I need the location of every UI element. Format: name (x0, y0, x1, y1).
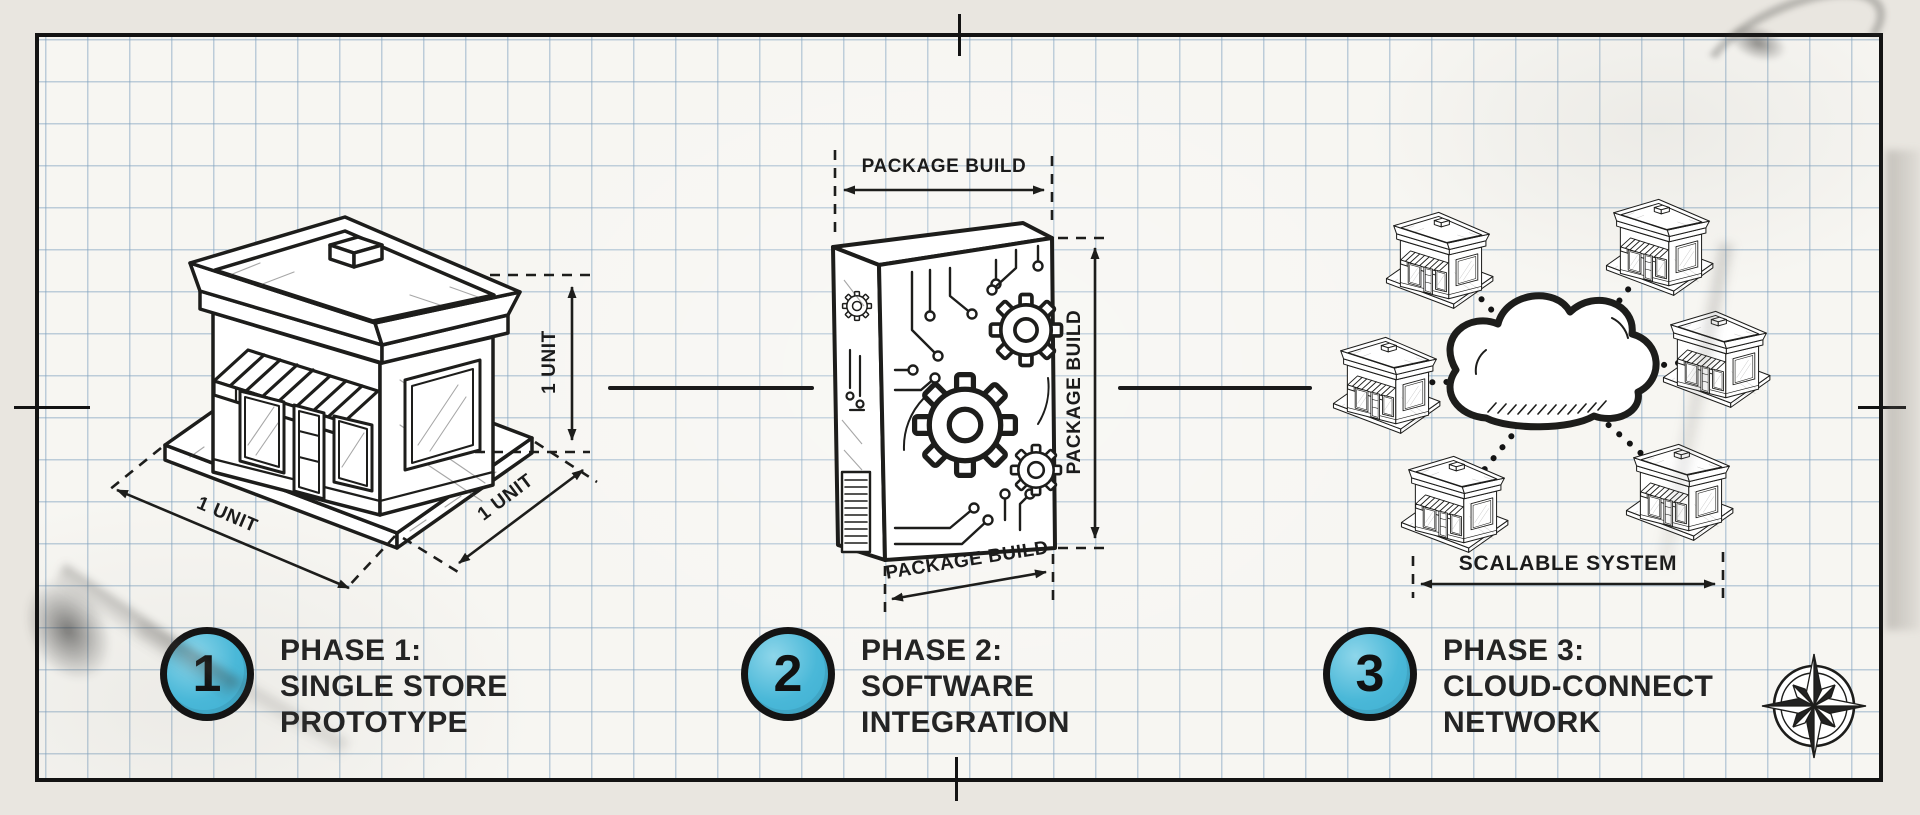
phase-2-label-group: 2 PHASE 2: SOFTWARE INTEGRATION (741, 627, 1070, 741)
dimension-label-unit-left: 1 UNIT (194, 493, 261, 537)
phase1-phase2-connector (608, 386, 814, 390)
phase-1-title: PHASE 1: SINGLE STORE PROTOTYPE (280, 633, 508, 741)
circuit-traces (893, 244, 1044, 546)
phase-2-title-line2: SOFTWARE (861, 670, 1035, 703)
cloud-icon (1446, 292, 1660, 431)
barcode-icon (840, 470, 872, 554)
phase-1-title-line1: PHASE 1: (280, 634, 422, 667)
phase-3-number: 3 (1355, 645, 1385, 703)
registration-tick-right (1858, 406, 1906, 409)
dimension-box-height: PACKAGE BUILD (1058, 236, 1112, 550)
phase-1-label-group: 1 PHASE 1: SINGLE STORE PROTOTYPE (160, 627, 508, 741)
store-icon (1400, 455, 1509, 553)
box-side-panel (835, 279, 879, 554)
single-store-illustration: 1 UNIT 1 UNIT 1 UNIT (108, 215, 598, 590)
phase-1-number: 1 (192, 645, 222, 703)
phase-1-title-line2: SINGLE STORE (280, 670, 508, 703)
store-icon (163, 215, 534, 550)
phase-2-title-line1: PHASE 2: (861, 634, 1003, 667)
registration-tick-bottom (955, 757, 958, 801)
store-icon (1625, 443, 1734, 541)
dimension-label-unit-height: 1 UNIT (539, 330, 560, 394)
dimension-height: 1 UNIT (475, 273, 590, 454)
store-icon (1605, 198, 1714, 296)
dimension-label-package-right: PACKAGE BUILD (1064, 310, 1085, 475)
dimension-box-width: PACKAGE BUILD (833, 148, 1054, 232)
store-icon (1332, 336, 1441, 434)
dimension-scalable: SCALABLE SYSTEM (1411, 552, 1725, 598)
store-icon (1385, 211, 1494, 309)
cloud-network-illustration: SCALABLE SYSTEM (1332, 198, 1771, 598)
phase-3-title-line1: PHASE 3: (1443, 634, 1585, 667)
dimension-label-scalable: SCALABLE SYSTEM (1459, 552, 1678, 575)
phase-1-title-line3: PROTOTYPE (280, 706, 469, 739)
phase-2-title: PHASE 2: SOFTWARE INTEGRATION (861, 633, 1070, 741)
registration-tick-top (958, 14, 961, 56)
software-box-illustration: PACKAGE BUILD PACKAGE BUILD PACKAGE BUIL… (831, 148, 1112, 618)
phase-3-badge: 3 (1323, 627, 1417, 721)
phase-3-title-line3: NETWORK (1443, 706, 1601, 739)
phase2-phase3-connector (1118, 386, 1312, 390)
compass-rose-icon (1761, 653, 1867, 759)
phase-3-title-line2: CLOUD-CONNECT (1443, 670, 1714, 703)
phase-1-badge: 1 (160, 627, 254, 721)
phase-2-title-line3: INTEGRATION (861, 706, 1070, 739)
paper-shade-right-margin (1886, 150, 1920, 630)
store-icon (1662, 310, 1771, 408)
registration-tick-left (14, 406, 90, 409)
phase-3-title: PHASE 3: CLOUD-CONNECT NETWORK (1443, 633, 1713, 741)
phase-3-label-group: 3 PHASE 3: CLOUD-CONNECT NETWORK (1323, 627, 1713, 741)
phase-2-number: 2 (773, 645, 803, 703)
dimension-label-package-top: PACKAGE BUILD (862, 156, 1027, 177)
phase-2-badge: 2 (741, 627, 835, 721)
